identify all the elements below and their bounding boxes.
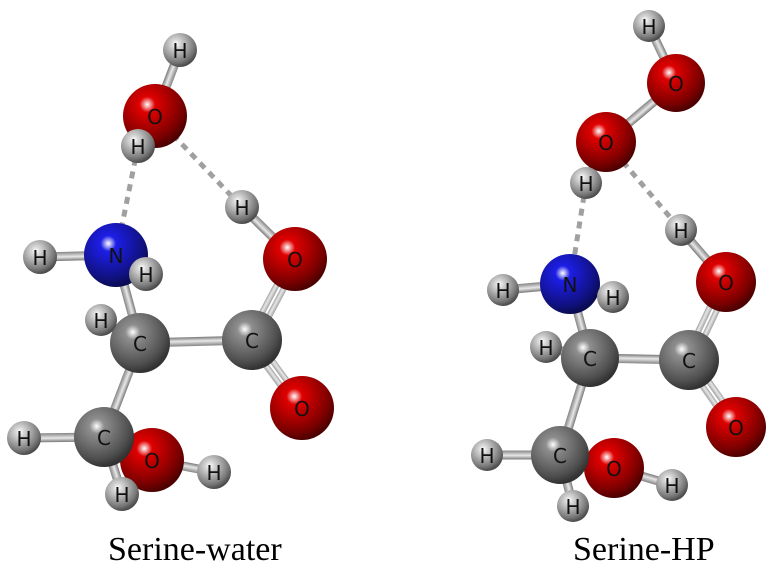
caption-serine-water: Serine-water bbox=[108, 531, 282, 568]
atom-h-hp1: H bbox=[633, 10, 665, 42]
atom-n-n: N bbox=[540, 254, 600, 314]
atom-label: N bbox=[563, 273, 578, 297]
atom-h-ha: H bbox=[530, 331, 562, 363]
atom-label: C bbox=[97, 426, 111, 450]
atom-label: H bbox=[664, 474, 679, 498]
caption-serine-hp: Serine-HP bbox=[573, 531, 715, 568]
atom-label: O bbox=[718, 271, 734, 295]
atom-label: N bbox=[109, 244, 124, 268]
atom-label: O bbox=[668, 72, 684, 96]
atom-label: O bbox=[728, 416, 744, 440]
atom-h-hn2: H bbox=[597, 281, 629, 313]
atom-h-hn2: H bbox=[129, 257, 163, 291]
atom-label: H bbox=[479, 444, 494, 468]
molecule-serine-hp: O N C O O O O C C H H H H H H H H H bbox=[471, 10, 766, 522]
atom-label: C bbox=[245, 329, 259, 353]
atom-h-hs: H bbox=[656, 469, 688, 501]
atom-o-os: O bbox=[584, 438, 644, 498]
atom-c-cc: C bbox=[222, 310, 282, 370]
atom-h-hs: H bbox=[197, 455, 231, 489]
atom-o-o2: O bbox=[270, 376, 334, 440]
atom-label: O bbox=[606, 457, 622, 481]
atom-h-hw1: H bbox=[163, 33, 197, 67]
atom-label: H bbox=[206, 461, 221, 485]
atom-label: O bbox=[294, 397, 310, 421]
atom-label: H bbox=[578, 172, 593, 196]
atom-label: H bbox=[605, 286, 620, 310]
atom-label: H bbox=[172, 39, 187, 63]
atom-o-op1: O bbox=[647, 54, 705, 112]
atom-h-hb2: H bbox=[105, 477, 139, 511]
atom-label: H bbox=[93, 309, 108, 333]
atom-o-o2: O bbox=[706, 397, 766, 457]
atom-o-o1: O bbox=[696, 252, 756, 312]
atom-h-hb1: H bbox=[7, 421, 41, 455]
atom-label: O bbox=[598, 131, 614, 155]
atom-label: H bbox=[495, 279, 510, 303]
atom-label: C bbox=[133, 332, 147, 356]
atom-label: H bbox=[538, 336, 553, 360]
atom-c-cb: C bbox=[531, 426, 589, 484]
atom-h-hb1: H bbox=[471, 439, 503, 471]
atom-label: H bbox=[641, 15, 656, 39]
atom-c-ca: C bbox=[561, 329, 619, 387]
atom-c-cb: C bbox=[74, 407, 134, 467]
atom-o-os: O bbox=[120, 428, 184, 492]
atom-c-cc: C bbox=[659, 330, 719, 390]
atom-label: H bbox=[114, 483, 129, 507]
atom-h-hc: H bbox=[225, 190, 259, 224]
atom-h-hw2: H bbox=[121, 129, 155, 163]
atom-c-ca: C bbox=[110, 313, 170, 373]
hydrogen-bond-Hp2-N bbox=[567, 182, 589, 285]
atom-o-op2: O bbox=[576, 112, 636, 172]
atom-h-hp2: H bbox=[570, 167, 602, 199]
atom-h-hn1: H bbox=[23, 240, 57, 274]
hydrogen-bond-Ow-Hc bbox=[153, 114, 244, 209]
atom-h-hb2: H bbox=[557, 490, 589, 522]
atom-label: H bbox=[565, 495, 580, 519]
atom-label: H bbox=[673, 219, 688, 243]
atom-h-ha: H bbox=[85, 304, 117, 336]
atom-label: C bbox=[583, 347, 597, 371]
atom-label: H bbox=[234, 196, 249, 220]
atom-label: H bbox=[130, 135, 145, 159]
atom-label: C bbox=[682, 349, 696, 373]
atom-label: H bbox=[16, 427, 31, 451]
atom-label: O bbox=[144, 449, 160, 473]
atom-o-o1: O bbox=[263, 227, 327, 291]
atom-label: H bbox=[32, 246, 47, 270]
molecule-serine-water: O N O O O C C C H H H H H H H H H bbox=[7, 33, 334, 511]
atom-h-hc: H bbox=[665, 214, 697, 246]
atom-label: O bbox=[147, 105, 163, 129]
atom-h-hn1: H bbox=[487, 274, 519, 306]
atom-label: H bbox=[138, 263, 153, 287]
atom-label: O bbox=[287, 248, 303, 272]
atom-label: C bbox=[553, 444, 567, 468]
